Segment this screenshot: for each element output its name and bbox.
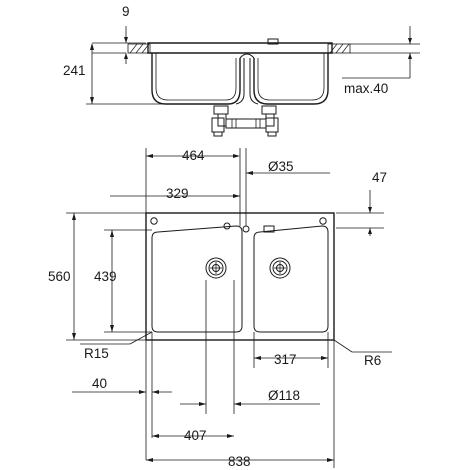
label-offset-47: 47 [372, 170, 387, 185]
label-bowl-width-329: 329 [166, 186, 189, 201]
dim-offset-47: 47 [336, 170, 387, 236]
tap-stub [267, 38, 279, 45]
dim-bowl-317: 317 [253, 332, 329, 368]
right-waste-drain [269, 257, 291, 279]
label-radius-r15: R15 [84, 346, 109, 361]
label-bowl-height-439: 439 [94, 269, 117, 284]
right-bowl-profile [253, 53, 329, 105]
dim-bowl-height-439: 439 [94, 229, 152, 333]
dim-tap-hole: Ø35 [246, 159, 330, 175]
countertop-hatch-left [127, 43, 151, 54]
label-radius-r6: R6 [364, 353, 381, 368]
label-max-countertop: max.40 [344, 81, 388, 96]
label-bowl-depth: 241 [63, 63, 86, 78]
dim-width-464: 464 [145, 148, 240, 214]
sink-outline [145, 212, 335, 341]
dim-bowl-depth: 241 [63, 43, 164, 105]
left-waste-drain [205, 257, 227, 279]
dim-waste-diameter: Ø118 [180, 280, 320, 414]
tap-hole-left [223, 222, 231, 230]
label-width-464: 464 [182, 148, 205, 163]
label-bowl-317: 317 [274, 352, 297, 367]
dim-margin-40: 40 [72, 332, 172, 460]
dim-total-838: 838 [146, 340, 335, 469]
waste-fittings [211, 105, 279, 137]
label-waste-diameter: Ø118 [268, 388, 300, 403]
overflow-pipe [235, 58, 259, 105]
dim-radius-r6: R6 [333, 339, 392, 368]
corner-hole-right [319, 217, 327, 225]
label-cutout-407: 407 [184, 428, 207, 443]
countertop-hatch-right [327, 43, 351, 54]
overflow-slot [263, 225, 275, 233]
left-bowl-profile [151, 53, 241, 105]
label-height-560: 560 [48, 269, 71, 284]
dim-rim-thickness: 9 [92, 4, 146, 64]
label-rim-thickness: 9 [122, 4, 130, 19]
side-view: 9 241 max.40 [63, 4, 420, 137]
tap-hole-center [242, 225, 250, 233]
label-total-838: 838 [228, 454, 251, 469]
label-tap-hole: Ø35 [268, 159, 294, 174]
dim-max-countertop: max.40 [342, 26, 420, 96]
dim-radius-r15: R15 [80, 331, 153, 361]
left-bowl-outline [151, 225, 243, 333]
label-margin-40: 40 [92, 376, 107, 391]
dim-height-560: 560 [48, 212, 146, 341]
dim-cutout-407: 407 [152, 428, 234, 443]
corner-hole-left [150, 217, 158, 225]
right-bowl-outline [253, 225, 329, 333]
dim-bowl-width-329: 329 [110, 186, 240, 201]
top-view: 464 Ø35 47 329 [48, 148, 392, 469]
sink-rim [147, 42, 333, 54]
